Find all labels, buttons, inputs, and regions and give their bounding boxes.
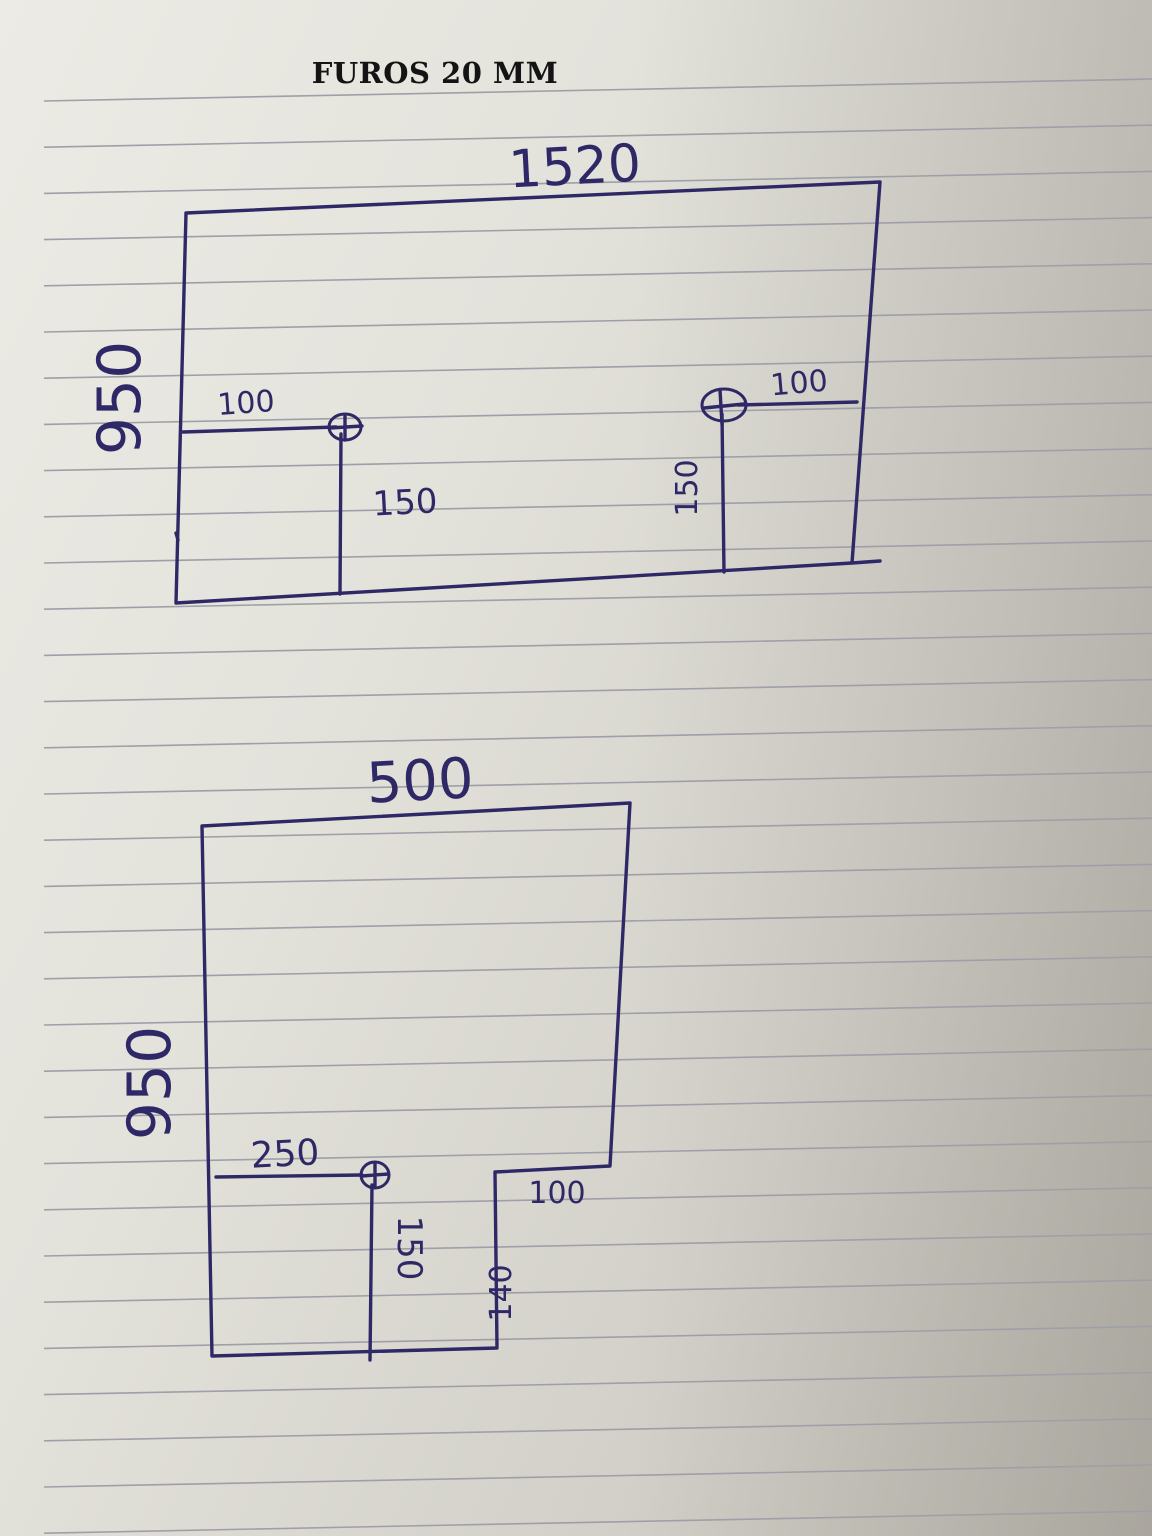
right-hole-offset-y-label: 150	[670, 459, 705, 516]
ruled-line	[43, 678, 1152, 703]
ruled-line	[43, 863, 1152, 888]
ruled-line	[43, 401, 1152, 426]
ruled-line	[43, 1279, 1152, 1303]
bottom-hole-crosshair	[360, 1162, 390, 1189]
ruled-line	[43, 494, 1152, 518]
piece-top: 1520 950 100 150 100 150	[85, 134, 882, 605]
right-hole-dim-x-line	[736, 400, 859, 407]
piece-top-height-label: 950	[85, 341, 155, 456]
ruled-line	[43, 909, 1152, 934]
piece-bottom-width-label: 500	[365, 746, 475, 817]
ruled-line	[43, 771, 1152, 795]
ruled-line	[43, 540, 1152, 564]
ruled-line	[43, 1510, 1152, 1534]
page-title: FUROS 20 MM	[311, 56, 559, 90]
ruled-line	[43, 447, 1152, 472]
notch-width-label: 100	[528, 1176, 585, 1211]
ruled-line	[43, 1094, 1152, 1119]
left-hole-offset-y-label: 150	[372, 481, 439, 524]
piece-bottom-height-label: 950	[115, 1026, 185, 1141]
ruled-line	[43, 216, 1152, 241]
piece-bottom-outline	[200, 801, 632, 1358]
left-hole-dim-x-line	[181, 425, 338, 434]
right-hole	[700, 387, 748, 423]
ruled-line	[43, 817, 1152, 841]
hole-dim-x-line	[214, 1173, 364, 1179]
ruled-line	[43, 309, 1152, 333]
piece-top-outline	[174, 180, 882, 605]
ruled-line	[43, 1187, 1152, 1211]
ruled-line	[43, 632, 1152, 657]
ruled-line	[43, 1140, 1152, 1165]
ruled-line	[43, 1418, 1152, 1442]
ruled-line	[43, 956, 1152, 980]
hole-offset-x-label: 250	[250, 1132, 321, 1177]
piece-bottom: 500 950 250 150 100 140	[115, 746, 632, 1362]
left-hole-dim-y-line	[338, 432, 343, 596]
piece-top-width-label: 1520	[507, 134, 642, 201]
left-hole-crosshair	[328, 414, 364, 442]
ruled-line	[43, 1002, 1152, 1026]
right-hole-dim-y-line	[720, 412, 726, 574]
ruled-line	[43, 1233, 1152, 1257]
right-hole-offset-x-label: 100	[769, 364, 829, 404]
left-hole-offset-x-label: 100	[216, 384, 276, 423]
ruled-lines	[43, 78, 1152, 1534]
ruled-line	[43, 1464, 1152, 1488]
ruled-line	[43, 263, 1152, 287]
ruled-line	[43, 170, 1152, 195]
ruled-line	[43, 355, 1152, 379]
notch-height-label: 140	[484, 1264, 519, 1321]
ruled-line	[43, 725, 1152, 749]
ruled-line	[43, 124, 1152, 148]
hole-offset-y-label: 150	[389, 1216, 429, 1281]
ruled-line	[43, 1048, 1152, 1072]
ruled-line	[43, 586, 1152, 610]
hole-dim-y-line	[368, 1183, 374, 1362]
ruled-line	[43, 78, 1152, 102]
ruled-line	[43, 1325, 1152, 1350]
right-hole-crosshair	[702, 388, 746, 426]
shadow	[632, 0, 1152, 1536]
ruled-line	[43, 1371, 1152, 1396]
